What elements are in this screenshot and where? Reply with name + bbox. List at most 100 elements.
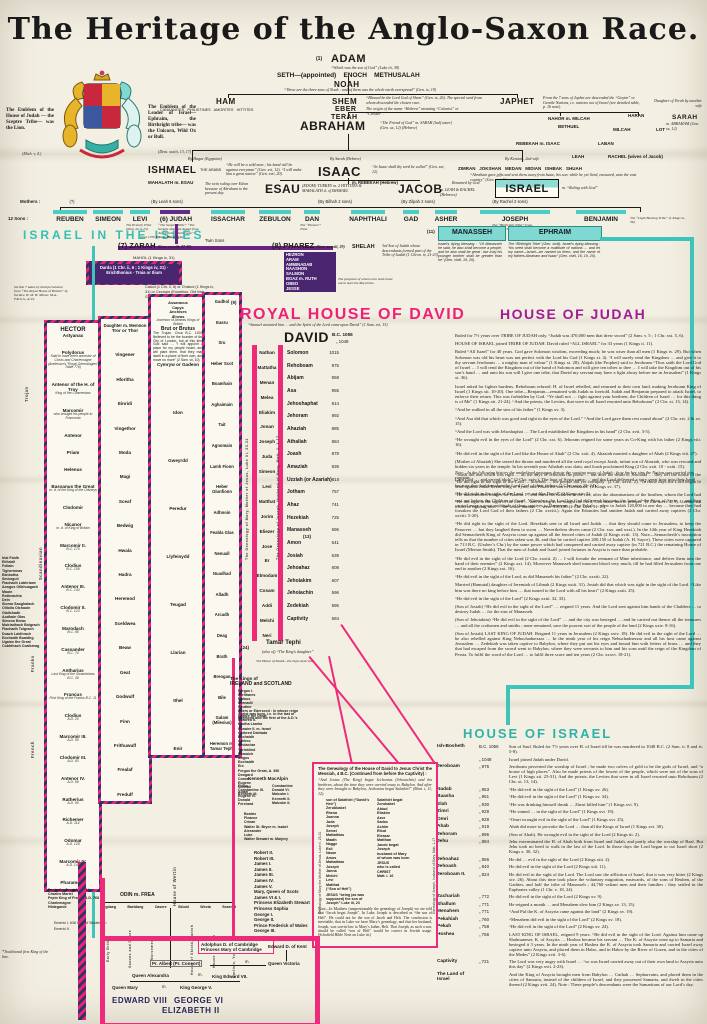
frank-king: Hildegarde	[48, 904, 67, 909]
edward-viii: EDWARD VIII	[112, 996, 168, 1005]
elizabeth-ii: ELIZABETH II	[162, 1006, 220, 1015]
joseph-ancestor: Azor	[377, 815, 386, 820]
esau-note2: The twin ruling over Edom because of Abr…	[205, 181, 249, 196]
ephraim-box: EPHRAIM	[508, 226, 602, 241]
tribe-bar	[93, 210, 123, 214]
scottish-king: Eugene	[238, 781, 251, 786]
mary-ancestor: Joanna	[326, 815, 339, 820]
scottish-king: Crinan	[244, 820, 256, 825]
ancestor-item: Gweyrdd	[168, 458, 188, 464]
scottish-king: Ferithares	[238, 692, 256, 697]
ancestor-item: Vingethor	[114, 425, 136, 431]
sons-bracket	[60, 207, 640, 208]
stuart-monarch: George II.	[254, 917, 275, 923]
judah-paragraph: “He did evil in the sight of the Lord li…	[455, 450, 698, 456]
sarah-note: m. ABRAHAM (Gen. xx, 12)	[666, 121, 700, 131]
irish-king: Oiliolla Olchaoin	[2, 606, 31, 611]
irish-king: Aodhain Glas	[2, 614, 26, 619]
mary-ancestor: Joseph	[326, 864, 339, 869]
judah-paragraph: “And Asa did that which was good and rig…	[455, 415, 701, 426]
noah-bracket	[228, 94, 518, 95]
scottish-king: Ferchard	[238, 802, 254, 807]
stuart-monarch: George III.	[254, 928, 276, 934]
irish-king: Tighernmas	[2, 568, 23, 573]
israel-note: m. “Ruling with God”	[562, 185, 598, 190]
tamar-note: (also of) “The King’s daughter”	[262, 649, 314, 654]
david-sub: “Samuel anointed him … and the Spirit of…	[248, 322, 388, 327]
nathan-descendant: Melchi	[259, 618, 275, 624]
lot: LOT	[656, 127, 665, 132]
sarah: SARAH	[672, 114, 698, 121]
abraham: ABRAHAM	[300, 119, 366, 133]
nathan-descendant: Simeon	[258, 469, 276, 475]
joseph-ancestor: Zorobabel	[377, 802, 395, 807]
tick	[60, 207, 61, 212]
nathan-descendant: Levi	[262, 484, 272, 490]
israel: ISRAEL	[505, 183, 549, 195]
ancestor-item: Geat	[119, 669, 131, 675]
ancestor-item: Cymryw or Gadeon	[156, 362, 200, 368]
judah-paragraph: “He did right in the sight of the Lord ……	[455, 479, 701, 490]
esau-note: (EDOM) TURKEY m. 2 HITTITES & MAHALATH d…	[302, 183, 362, 193]
m-mary-george: m.	[162, 984, 167, 989]
zarah-ref: (Gen. xxxviii, 27-30)	[157, 244, 192, 249]
line	[560, 112, 561, 116]
joseph-ancestor: Achim	[377, 824, 389, 829]
noah: NOAH	[334, 80, 360, 89]
terah-daughter: Daughter of Terah by another wife	[654, 98, 702, 108]
joseph-line-tail: Matt. i. 16	[377, 874, 394, 879]
pharez-ancestor: ARAM	[286, 256, 299, 262]
joseph-ancestor: Jacob begat	[377, 842, 399, 847]
joseph-ancestor: Abiud	[377, 806, 388, 811]
scottish-king: Eochaidh	[238, 760, 255, 765]
benjamin-note: The “Light Bearing Tribe” (1 Kings xi, 3…	[630, 216, 685, 224]
mary-ancestor: Levi	[326, 878, 334, 883]
son-benjamin: BENJAMIN	[584, 216, 618, 223]
edward-kent: Edward D. of Kent	[268, 944, 307, 949]
judah-king-row: Uzziah (or Azariah)810	[287, 476, 340, 483]
scottish-king: Corbred II.	[238, 718, 256, 723]
israel-king-row: Pekahiah„ 760“Menahem did evil in the si…	[437, 916, 622, 922]
irish-king: Smiorguil	[2, 577, 19, 582]
judah-paragraph: “He did right in the sight of the Lord, …	[455, 490, 592, 496]
scottish-king: Alexander	[244, 828, 262, 833]
mary-ancestor: Zerubbabel	[326, 806, 346, 811]
son-levi: LEVI	[132, 216, 148, 223]
israel-box: ISRAEL	[495, 179, 559, 198]
irish-king: Simeon Breac	[2, 619, 26, 624]
marker-24: (24)	[241, 645, 250, 650]
nathan-descendant: Cosam	[259, 588, 275, 594]
nathan-descendant: Eliakim	[258, 409, 276, 415]
ancestor-item: Deag	[216, 633, 228, 638]
scottish-king: Walter St. Bryce m. Isabel	[244, 824, 288, 829]
scottish-king: Donald VI.	[272, 788, 290, 793]
david-bc2: „ 1048	[336, 339, 349, 344]
mary-ancestor: Matthat	[326, 882, 340, 887]
scottish-king: Aidan	[238, 789, 248, 794]
mahalath: MAHALATH m. ESAU	[148, 180, 194, 185]
line	[210, 965, 266, 966]
mary-ancestor: Amos	[326, 855, 337, 860]
david-heading: ROYAL HOUSE OF DAVID	[240, 306, 466, 323]
odin-child: Seaxnet	[222, 905, 236, 909]
israel-heading: HOUSE OF ISRAEL	[463, 726, 613, 741]
